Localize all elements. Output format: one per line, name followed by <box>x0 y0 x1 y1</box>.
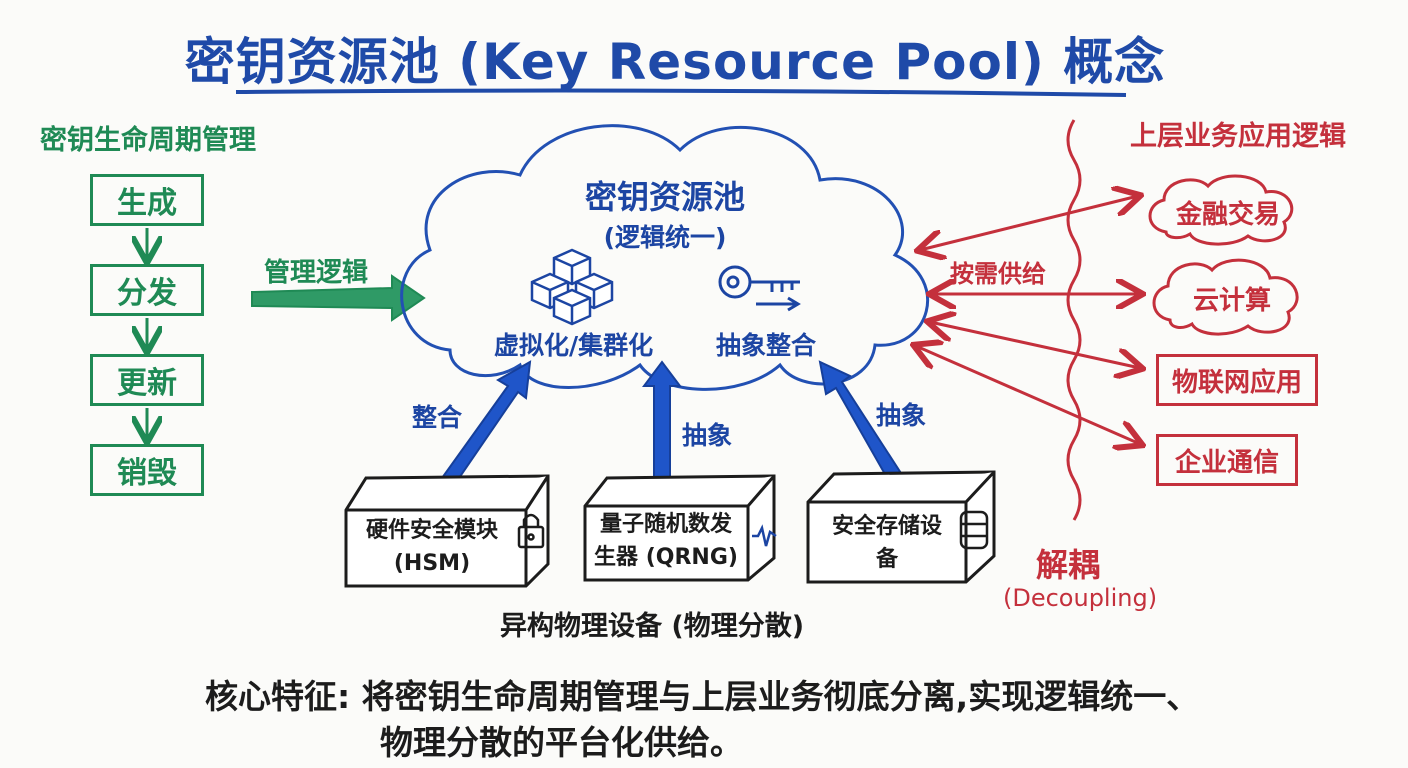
core-feature-line2: 物理分散的平台化供给。 <box>380 723 743 762</box>
decoupling-label-en: (Decoupling) <box>1003 584 1158 612</box>
pool-subtitle: (逻辑统一) <box>603 223 727 252</box>
device-qrng-line2: 生器 (QRNG) <box>594 545 738 570</box>
lifecycle-title: 密钥生命周期管理 <box>40 125 256 156</box>
arrow-label-abstract-mid: 抽象 <box>682 421 733 450</box>
device-storage-line2: 备 <box>875 547 898 572</box>
virtualization-label: 虚拟化/集群化 <box>494 331 654 360</box>
app-iot-box: 物联网应用 <box>1156 354 1318 406</box>
device-storage-label: 安全存储设 备 <box>812 510 962 576</box>
management-logic-label: 管理逻辑 <box>264 258 369 288</box>
management-arrow <box>251 274 426 322</box>
page-title: 密钥资源池 (Key Resource Pool) 概念 <box>184 33 1166 91</box>
device-qrng-line1: 量子随机数发 <box>599 512 732 537</box>
app-cloud-computing <box>1152 258 1299 336</box>
app-cloud-computing-label: 云计算 <box>1192 286 1271 316</box>
supply-arrows <box>916 196 1140 444</box>
key-pool-cloud <box>400 124 930 391</box>
arrow-label-abstract-right: 抽象 <box>876 401 927 430</box>
device-box-hsm <box>344 474 550 588</box>
lifecycle-step-distribute: 分发 <box>90 264 204 316</box>
key-icon <box>718 265 801 312</box>
app-finance-label: 金融交易 <box>1175 200 1280 230</box>
database-icon <box>959 510 989 550</box>
lifecycle-step-destroy: 销毁 <box>90 444 204 496</box>
decoupling-label: 解耦 <box>1036 546 1101 584</box>
core-feature-line1: 核心特征: 将密钥生命周期管理与上层业务彻底分离,实现逻辑统一、 <box>205 677 1200 716</box>
device-box-qrng <box>583 474 776 582</box>
server-stack-icon <box>530 248 614 326</box>
on-demand-label: 按需供给 <box>950 260 1046 288</box>
device-hsm-label: 硬件安全模块 (HSM) <box>348 514 516 580</box>
lifecycle-step-generate: 生成 <box>90 174 204 226</box>
decoupling-line <box>1066 119 1082 521</box>
business-title: 上层业务应用逻辑 <box>1130 121 1346 152</box>
lifecycle-step-update: 更新 <box>90 354 204 406</box>
abstraction-label: 抽象整合 <box>716 331 817 360</box>
device-qrng-label: 量子随机数发 生器 (QRNG) <box>586 508 746 574</box>
app-enterprise-box: 企业通信 <box>1156 434 1298 486</box>
devices-caption: 异构物理设备 (物理分散) <box>500 611 805 642</box>
lock-icon <box>517 513 545 549</box>
title-underline <box>235 88 1127 97</box>
arrow-label-integrate: 整合 <box>412 403 463 432</box>
device-hsm-line1: 硬件安全模块 <box>365 518 498 543</box>
integration-arrows <box>430 360 910 502</box>
device-box-storage <box>806 470 996 584</box>
device-storage-line1: 安全存储设 <box>831 514 942 539</box>
device-hsm-line2: (HSM) <box>393 551 471 576</box>
pool-title: 密钥资源池 <box>584 178 745 216</box>
app-cloud-finance <box>1148 174 1294 246</box>
waveform-icon <box>752 524 777 547</box>
